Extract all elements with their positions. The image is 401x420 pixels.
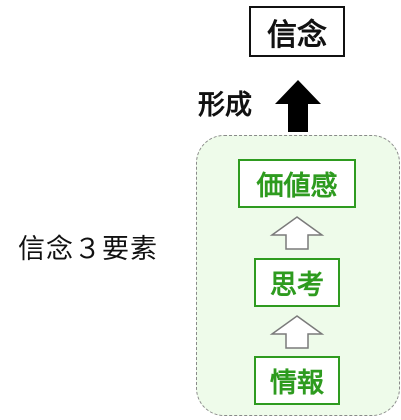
information-label: 情報	[270, 368, 324, 399]
formation-label: 形成	[198, 90, 252, 121]
information-box: 情報	[254, 356, 340, 405]
thinking-box: 思考	[254, 258, 340, 307]
formation-arrow-icon	[275, 80, 321, 132]
up-arrow-icon	[269, 216, 325, 250]
belief-label: 信念	[267, 17, 327, 53]
belief-box: 信念	[249, 6, 345, 57]
group-label: 信念３要素	[18, 234, 158, 265]
values-label: 価値感	[256, 171, 338, 202]
values-box: 価値感	[238, 159, 356, 208]
up-arrow-icon	[269, 315, 325, 349]
thinking-label: 思考	[270, 270, 324, 301]
